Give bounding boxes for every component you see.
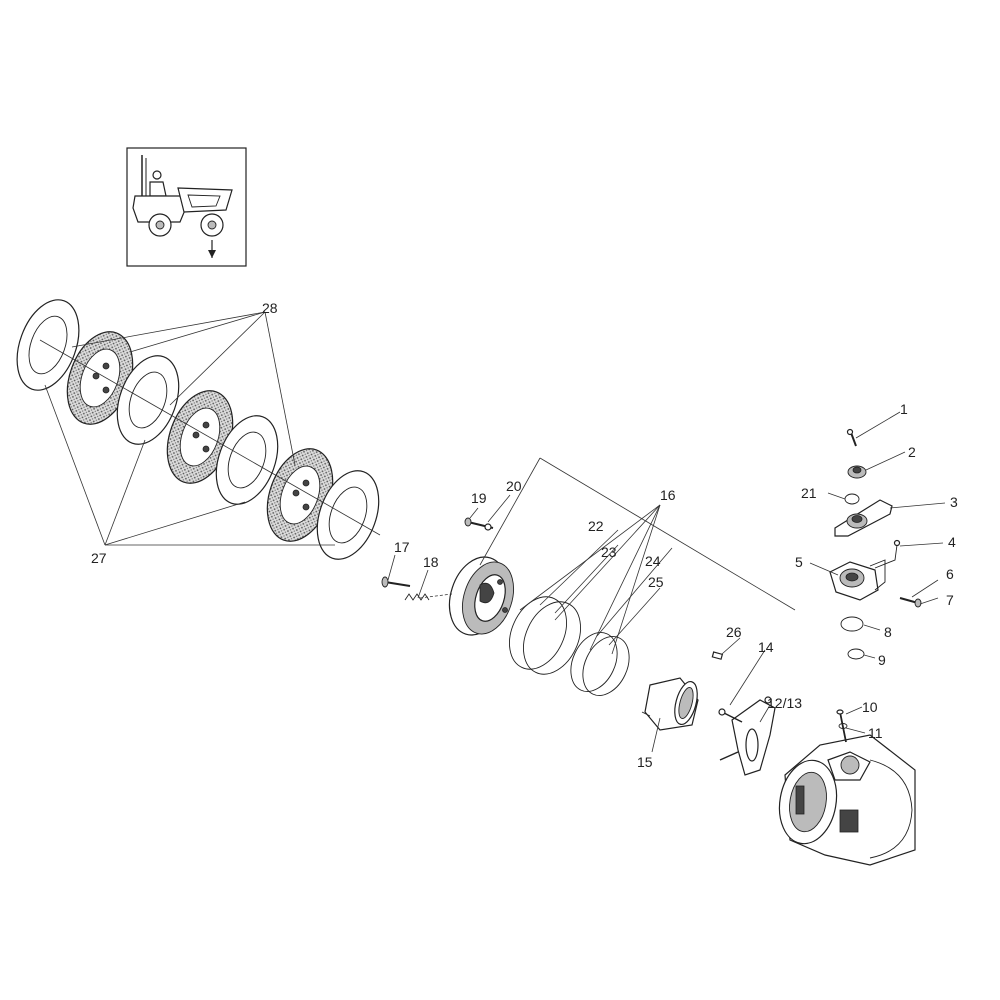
callout-23: 23: [601, 544, 617, 560]
nut-2: [847, 465, 867, 479]
pin-26: [711, 651, 724, 660]
brake-piston: [448, 556, 514, 636]
callout-10: 10: [862, 699, 878, 715]
disc-pack: [16, 299, 381, 560]
callout-2: 2: [908, 444, 916, 460]
callout-11: 11: [868, 725, 883, 741]
callout-22: 22: [588, 518, 604, 534]
callout-15: 15: [637, 754, 653, 770]
callout-24: 24: [645, 553, 661, 569]
bolt-10-11: [836, 709, 848, 743]
axle-housing: [778, 734, 916, 866]
screw-6-7: [899, 597, 922, 608]
callout-7: 7: [946, 592, 954, 608]
dumper-vehicle-icon: [132, 155, 233, 258]
steel-plate: [116, 355, 180, 445]
steel-plate: [215, 415, 279, 505]
leader-lines: [387, 411, 946, 753]
callout-18: 18: [423, 554, 439, 570]
callout-17: 17: [394, 539, 410, 555]
bolt-1: [846, 428, 857, 447]
callout-6: 6: [946, 566, 954, 582]
callout-16: 16: [660, 487, 676, 503]
callout-1: 1: [900, 401, 908, 417]
callout-12-13: 12/13: [767, 695, 802, 711]
seal-ring-large: [509, 596, 581, 675]
callout-3: 3: [950, 494, 958, 510]
callout-21: 21: [801, 485, 817, 501]
clip-9: [847, 648, 865, 660]
callout-4: 4: [948, 534, 956, 550]
spring-18: [404, 593, 453, 601]
callout-labels: 1 2 3 4 5 6 7 8 9 10 11 12/13 14 15 16 1…: [91, 300, 958, 770]
callout-26: 26: [726, 624, 742, 640]
callout-27: 27: [91, 550, 107, 566]
rod-4: [874, 539, 901, 569]
lever-arm-3: [834, 499, 893, 537]
callout-9: 9: [878, 652, 886, 668]
callout-19: 19: [471, 490, 487, 506]
actuator-5: [829, 559, 886, 601]
brake-lever: [718, 696, 776, 776]
washer-21: [844, 493, 860, 505]
friction-disc: [266, 448, 334, 542]
callout-8: 8: [884, 624, 892, 640]
vehicle-thumbnail: [126, 147, 247, 267]
brake-cylinder-housing: [641, 677, 699, 731]
callout-28: 28: [262, 300, 278, 316]
callout-20: 20: [506, 478, 522, 494]
bolt-17: [381, 576, 411, 588]
pin-19: [464, 517, 494, 531]
steel-plate: [316, 470, 380, 560]
friction-disc: [166, 390, 234, 484]
seal-ring-small: [570, 632, 630, 696]
callout-5: 5: [795, 554, 803, 570]
callout-25: 25: [648, 574, 664, 590]
callout-14: 14: [758, 639, 774, 655]
o-ring-8: [840, 616, 864, 632]
